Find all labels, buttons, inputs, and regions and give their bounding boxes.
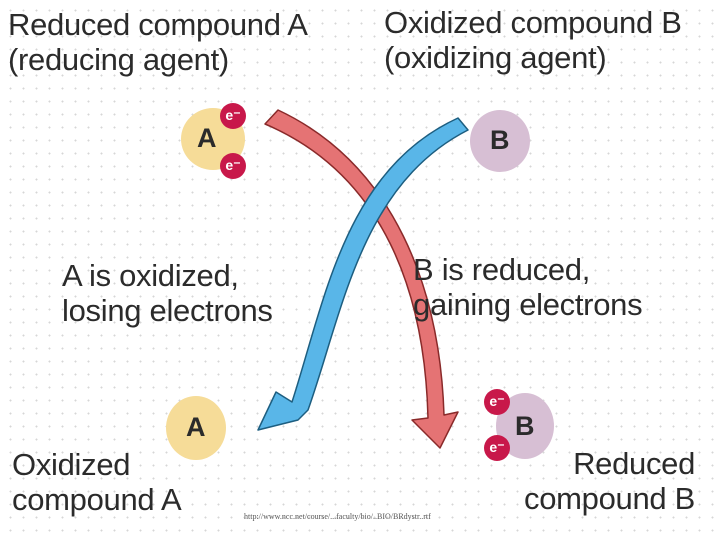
b-is-reduced-line1: B is reduced,	[413, 252, 591, 287]
oxidized-compound-b-title: Oxidized compound B	[384, 5, 682, 40]
electron-icon: e⁻	[484, 389, 510, 415]
electron-icon: e⁻	[484, 435, 510, 461]
oxidized-compound-a-label: Oxidized compound A	[12, 447, 182, 517]
reduction-arrow-icon	[257, 117, 469, 431]
oxidized-compound-b-label: Oxidized compound B (oxidizing agent)	[384, 5, 682, 75]
compound-a-line2: compound A	[12, 482, 182, 517]
compound-a-bottom-icon: A	[166, 396, 226, 460]
compound-b-line2: compound B	[524, 481, 696, 516]
compound-b-top-letter: B	[490, 125, 510, 155]
electron-icon: e⁻	[220, 103, 246, 129]
reduced-compound-b-label: Reduced compound B	[524, 446, 695, 516]
compound-a-top-letter: A	[197, 123, 217, 153]
compound-b-top-icon: B	[470, 110, 530, 172]
compound-b-bottom-letter: B	[515, 411, 535, 441]
b-is-reduced-label: B is reduced, gaining electrons	[413, 252, 643, 322]
oxidizing-agent-subtitle: (oxidizing agent)	[384, 40, 607, 75]
a-is-oxidized-label: A is oxidized, losing electrons	[62, 258, 273, 328]
compound-a-bottom-letter: A	[186, 412, 206, 442]
reduced-line1: Reduced	[573, 446, 696, 481]
oxidized-line1: Oxidized	[12, 447, 131, 482]
reduced-compound-a-title: Reduced compound A	[8, 7, 308, 42]
reducing-agent-subtitle: (reducing agent)	[8, 42, 229, 77]
source-url-link[interactable]: http://www.ncc.net/course/...faculty/bio…	[244, 512, 431, 521]
electron-icon: e⁻	[220, 153, 246, 179]
gaining-electrons-line2: gaining electrons	[413, 287, 643, 322]
a-is-oxidized-line1: A is oxidized,	[62, 258, 239, 293]
losing-electrons-line2: losing electrons	[62, 293, 273, 328]
reduced-compound-a-label: Reduced compound A (reducing agent)	[8, 7, 308, 77]
